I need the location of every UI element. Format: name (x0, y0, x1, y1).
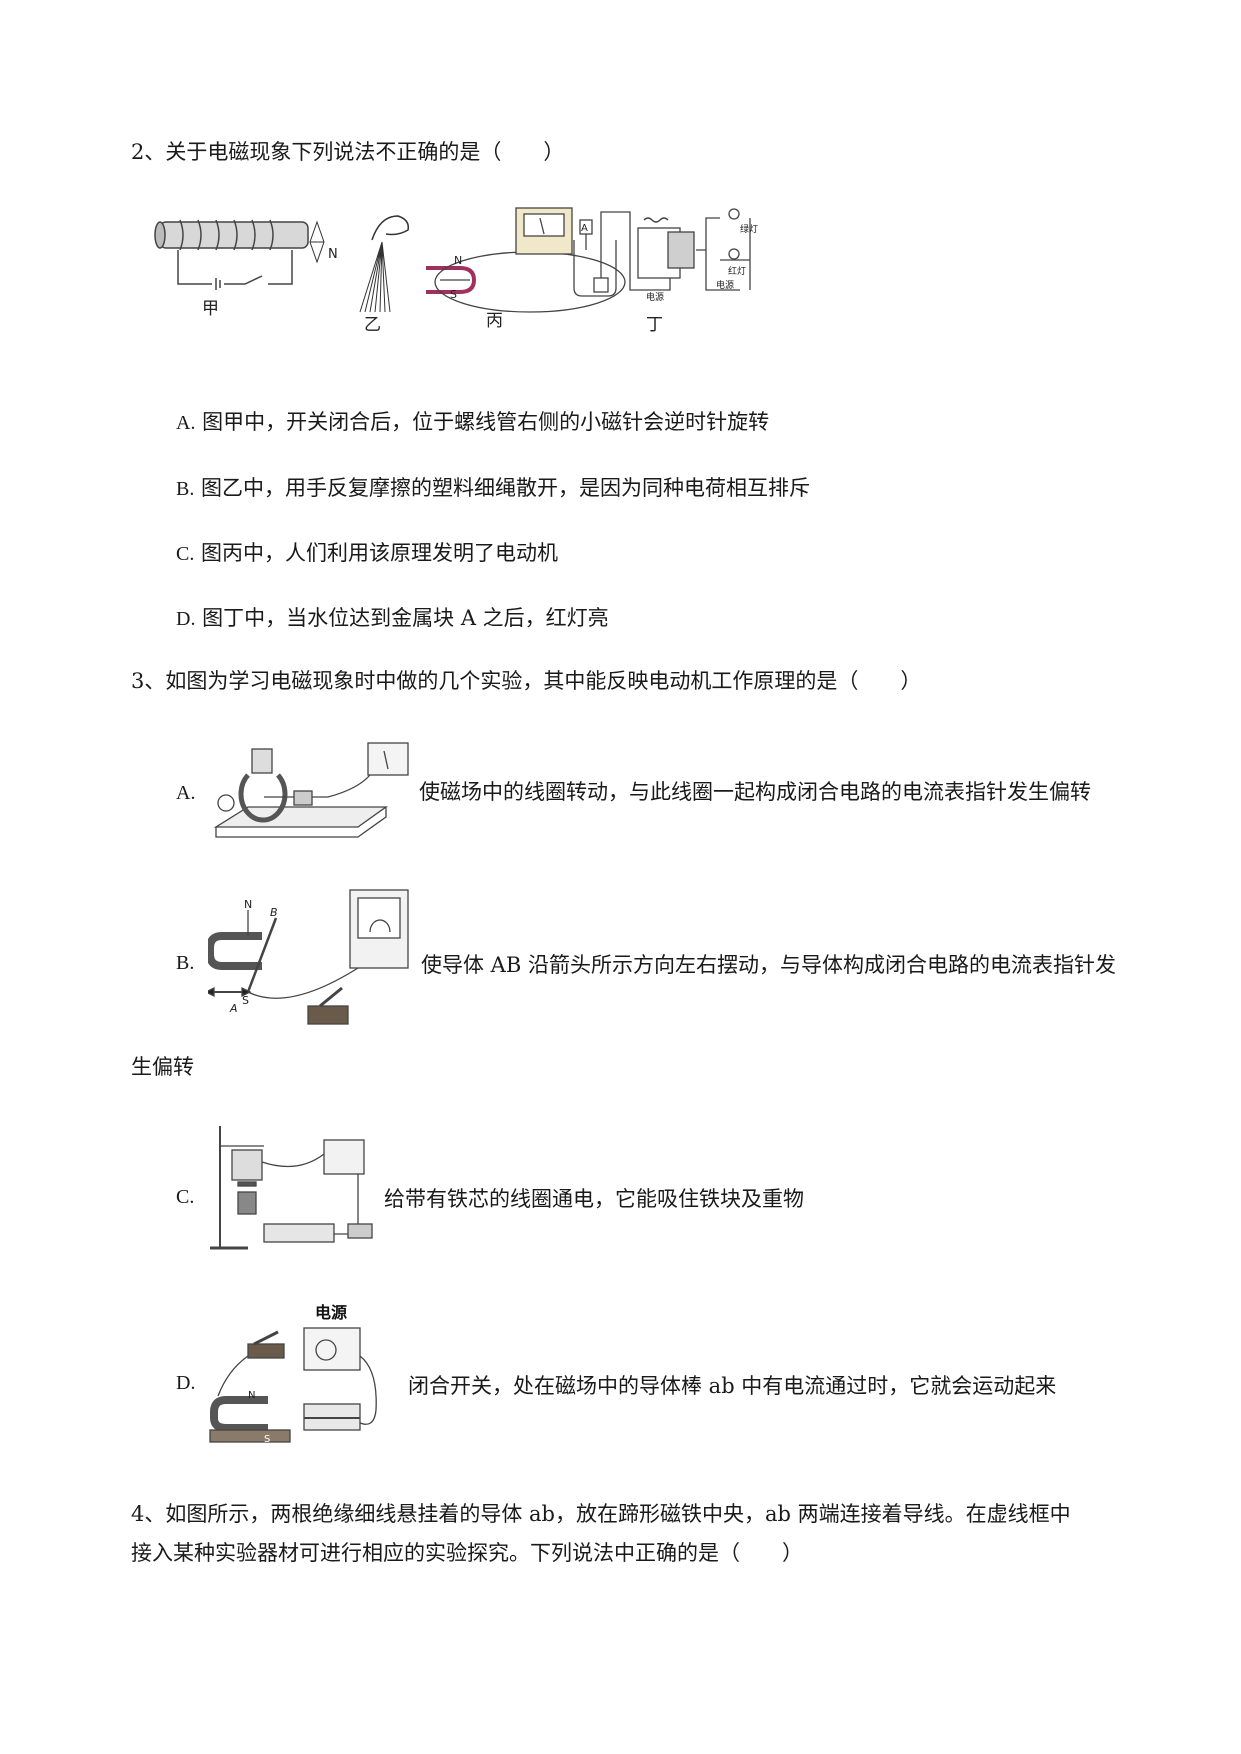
option-letter: D. (176, 608, 196, 630)
label-bing-n: N (454, 254, 462, 267)
figure-bing-generator (426, 207, 626, 313)
fig-d-label-n: N (248, 1390, 255, 1401)
q3-figure-d-motor-principle: 电源 N S (209, 1303, 377, 1445)
fig-b-label-n: N (244, 898, 252, 911)
q3-figure-b-induction: B N S A (208, 889, 409, 1025)
q3-option-c-text[interactable]: 给带有铁芯的线圈通电，它能吸住铁块及重物 (384, 1187, 804, 1211)
label-bing-s: S (450, 288, 457, 301)
label-ding: 丁 (646, 315, 663, 335)
q3-option-b-text[interactable]: 使导体 AB 沿箭头所示方向左右摆动，与导体构成闭合电路的电流表指针发 (421, 953, 1116, 977)
fig-b-label-s: S (242, 994, 249, 1007)
compass-needle (309, 220, 325, 264)
q3-option-b-text-continued: 生偏转 (131, 1055, 194, 1079)
figure-jia-solenoid (154, 219, 309, 290)
q3-figure-c-electromagnet (210, 1126, 373, 1250)
question-4-stem-line-1: 4、如图所示，两根绝缘细线悬挂着的导体 ab，放在蹄形磁铁中央，ab 两端连接着… (131, 1502, 1071, 1526)
option-text: 图乙中，用手反复摩擦的塑料细绳散开，是因为同种电荷相互排斥 (201, 476, 811, 500)
question-2-figure: 甲 N 乙 N S 丙 A 绿灯 红灯 电源 电源 丁 (154, 207, 758, 335)
label-bing: 丙 (486, 311, 503, 331)
label-red-light: 红灯 (728, 265, 746, 277)
q3-option-d-text[interactable]: 闭合开关，处在磁场中的导体棒 ab 中有电流通过时，它就会运动起来 (408, 1374, 1057, 1398)
option-text: 图丙中，人们利用该原理发明了电动机 (201, 541, 559, 565)
option-text: 图甲中，开关闭合后，位于螺线管右侧的小磁针会逆时针旋转 (202, 410, 770, 434)
label-green-light: 绿灯 (740, 223, 758, 235)
q2-option-c[interactable]: C. 图丙中，人们利用该原理发明了电动机 (176, 537, 558, 567)
question-3-stem: 3、如图为学习电磁现象时中做的几个实验，其中能反映电动机工作原理的是（ ） (131, 669, 922, 693)
label-jia: 甲 (202, 299, 219, 319)
option-letter: B. (176, 478, 195, 500)
fig-b-label-b: B (270, 906, 278, 919)
label-n: N (328, 247, 338, 262)
figure-yi-strings (359, 215, 410, 313)
q2-option-b[interactable]: B. 图乙中，用手反复摩擦的塑料细绳散开，是因为同种电荷相互排斥 (176, 472, 810, 502)
label-power-1: 电源 (646, 291, 664, 303)
option-letter: A. (176, 412, 196, 434)
fig-b-label-a: A (229, 1002, 238, 1015)
figure-ding-water-alarm (573, 208, 751, 297)
label-power-2: 电源 (716, 279, 734, 291)
fig-d-label-s: S (264, 1434, 270, 1445)
label-yi: 乙 (364, 315, 381, 335)
q3-option-d-letter[interactable]: D. (176, 1372, 196, 1394)
q3-option-a-text[interactable]: 使磁场中的线圈转动，与此线圈一起构成闭合电路的电流表指针发生偏转 (419, 780, 1091, 804)
label-ding-a: A (581, 223, 588, 234)
option-letter: C. (176, 543, 195, 565)
question-2-stem: 2、关于电磁现象下列说法不正确的是（ ） (131, 140, 565, 164)
option-text: 图丁中，当水位达到金属块 A 之后，红灯亮 (202, 606, 609, 630)
q3-option-a-letter[interactable]: A. (176, 782, 196, 804)
q2-option-a[interactable]: A. 图甲中，开关闭合后，位于螺线管右侧的小磁针会逆时针旋转 (176, 406, 769, 436)
q3-option-b-letter[interactable]: B. (176, 952, 195, 974)
q3-option-c-letter[interactable]: C. (176, 1186, 195, 1208)
q3-figure-a-generator (213, 742, 409, 838)
question-4-stem-line-2: 接入某种实验器材可进行相应的实验探究。下列说法中正确的是（ ） (131, 1541, 803, 1565)
q2-option-d[interactable]: D. 图丁中，当水位达到金属块 A 之后，红灯亮 (176, 602, 609, 632)
fig-d-power-label: 电源 (315, 1303, 347, 1322)
